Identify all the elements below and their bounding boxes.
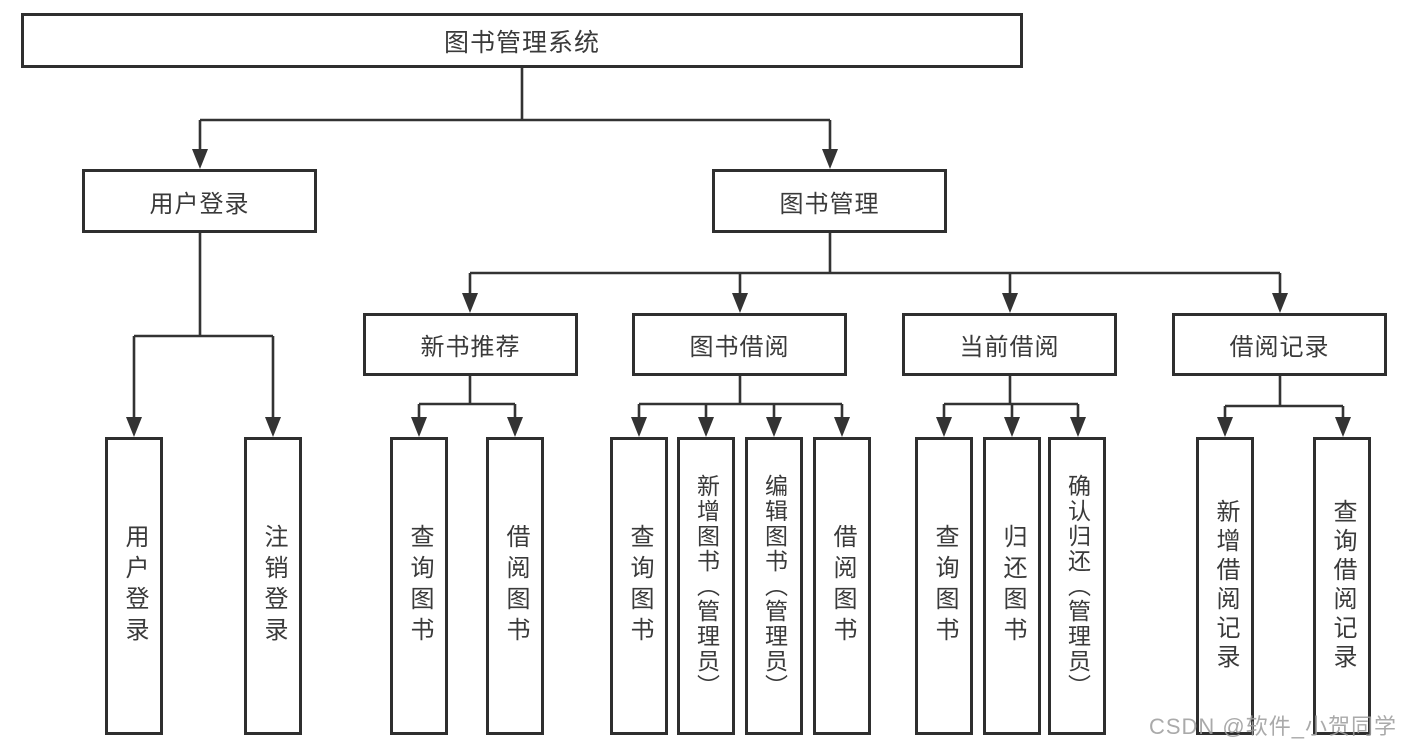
node-book-borrow: 图书借阅 [632, 313, 847, 376]
leaf-confirm-return-admin: 确认归还（管理员） [1048, 437, 1106, 735]
node-current-borrow: 当前借阅 [902, 313, 1117, 376]
leaf-add-books-admin: 新增图书（管理员） [677, 437, 735, 735]
node-new-book-recommend: 新书推荐 [363, 313, 578, 376]
node-user-login: 用户登录 [82, 169, 317, 233]
leaf-return-books: 归还图书 [983, 437, 1041, 735]
leaf-recommend-query-books: 查询图书 [390, 437, 448, 735]
leaf-logout: 注销登录 [244, 437, 302, 735]
leaf-edit-books-admin: 编辑图书（管理员） [745, 437, 803, 735]
arrowheads [126, 149, 1351, 437]
leaf-borrow-books: 借阅图书 [813, 437, 871, 735]
leaf-current-query-books: 查询图书 [915, 437, 973, 735]
node-borrow-records: 借阅记录 [1172, 313, 1387, 376]
leaf-borrow-query-books: 查询图书 [610, 437, 668, 735]
node-root-library-system: 图书管理系统 [21, 13, 1023, 68]
leaf-recommend-borrow-books: 借阅图书 [486, 437, 544, 735]
leaf-add-borrow-record: 新增借阅记录 [1196, 437, 1254, 735]
csdn-watermark: CSDN @软件_小贺同学 [1148, 714, 1397, 739]
node-book-management: 图书管理 [712, 169, 947, 233]
leaf-user-login: 用户登录 [105, 437, 163, 735]
leaf-query-borrow-record: 查询借阅记录 [1313, 437, 1371, 735]
